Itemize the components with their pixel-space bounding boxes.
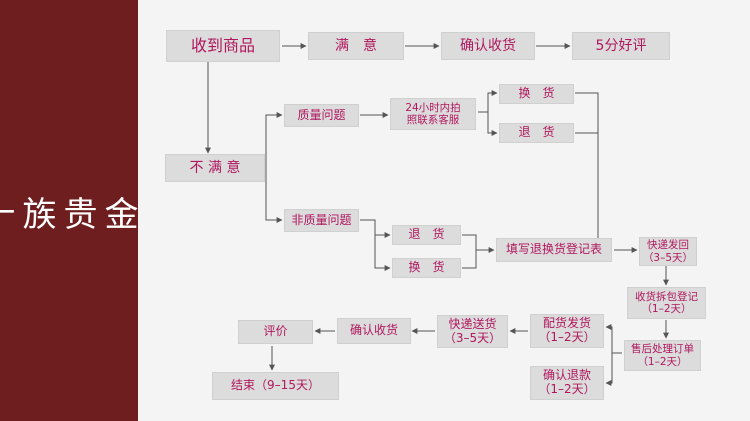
node-refund-confirm-line2: （1–2天）	[538, 382, 596, 396]
node-fill-form: 填写退换货登记表	[496, 238, 612, 262]
node-confirm-receipt-bottom: 确认收货	[337, 318, 411, 344]
node-unsatisfied: 不 满 意	[165, 154, 265, 182]
node-after-sale-line2: （1–2天）	[637, 355, 688, 368]
node-express-back: 快递发回 （3–5天）	[639, 237, 697, 266]
node-receive-register: 收货拆包登记 （1–2天）	[627, 287, 706, 319]
node-refund-confirm-line1: 确认退款	[542, 368, 591, 383]
node-ship-out: 配货发货 （1–2天）	[530, 314, 604, 348]
node-express-back-line2: （3–5天）	[642, 251, 694, 264]
node-contact-service: 24小时内拍 照联系客服	[390, 98, 476, 130]
title-char: 十	[0, 196, 15, 230]
node-receive-register-line1: 收货拆包登记	[635, 290, 698, 303]
node-ship-out-line2: （1–2天）	[538, 330, 596, 344]
title-char: 金	[98, 196, 138, 230]
node-non-quality-issue: 非质量问题	[284, 209, 359, 232]
node-contact-service-line2: 照联系客服	[406, 114, 460, 126]
node-express-send-line1: 快递送货	[448, 316, 497, 331]
node-refund-top: 退 货	[499, 123, 574, 143]
node-exchange-top: 换 货	[499, 84, 574, 104]
node-express-send-line2: （3–5天）	[443, 330, 502, 345]
node-exchange-mid: 换 货	[392, 258, 461, 278]
node-review: 评价	[238, 320, 313, 344]
node-refund-mid: 退 货	[392, 225, 461, 245]
node-refund-confirm: 确认退款 （1–2天）	[530, 366, 604, 400]
title-char: 族	[16, 196, 56, 230]
node-contact-service-line1: 24小时内拍	[405, 101, 461, 114]
node-quality-issue: 质量问题	[284, 104, 359, 127]
sidebar-title: 金 贵 族 十 字 绣 退 换 说 明	[0, 18, 138, 408]
node-confirm-receipt-top: 确认收货	[441, 32, 535, 60]
node-ship-out-line1: 配货发货	[542, 316, 591, 331]
node-satisfied: 满 意	[308, 32, 404, 60]
node-receive-register-line2: （1–2天）	[641, 303, 692, 315]
node-express-back-line1: 快递发回	[647, 239, 689, 252]
node-finish: 结束（9–15天）	[212, 372, 339, 400]
title-char: 贵	[57, 196, 97, 230]
node-express-send: 快递送货 （3–5天）	[437, 315, 508, 348]
node-after-sale: 售后处理订单 （1–2天）	[624, 340, 701, 371]
node-after-sale-line1: 售后处理订单	[631, 343, 694, 356]
node-receive-goods: 收到商品	[166, 30, 280, 62]
node-five-star-review: 5分好评	[572, 32, 670, 60]
sidebar: 金 贵 族 十 字 绣 退 换 说 明	[0, 0, 138, 421]
